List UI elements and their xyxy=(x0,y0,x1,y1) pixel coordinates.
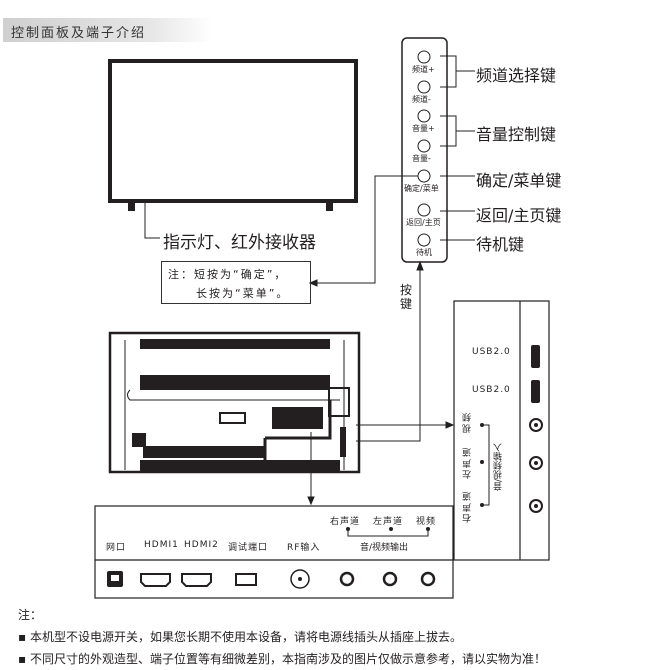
callout-channel: 频道选择键 xyxy=(476,66,557,85)
tv-front xyxy=(108,59,358,203)
keys-label: 按键 xyxy=(400,283,413,311)
bottom-panel xyxy=(94,505,454,599)
lan-label: 网口 xyxy=(106,543,127,553)
hdmi2-port xyxy=(181,573,212,587)
rf-port xyxy=(290,569,310,589)
button-channel-down[interactable]: 频道- xyxy=(412,95,431,104)
side-video-label: 视频 xyxy=(463,411,473,433)
out-right-label: 右声道 xyxy=(330,517,361,527)
hdmi2-label: HDMI2 xyxy=(184,540,219,550)
button-volume-up[interactable]: 音量+ xyxy=(412,124,435,133)
callout-back-home: 返回/主页键 xyxy=(476,206,562,225)
note-line-1: 注：短按为“确定”， xyxy=(168,268,288,281)
usb2-label: USB2.0 xyxy=(472,385,511,395)
tv-back xyxy=(108,331,361,474)
usb-port-2 xyxy=(531,380,540,403)
usb-port-1 xyxy=(531,345,540,368)
usb1-label: USB2.0 xyxy=(472,347,511,357)
button-standby[interactable]: 待机 xyxy=(416,248,432,257)
side-left-label: 左声道 xyxy=(463,446,473,479)
control-panel xyxy=(401,37,448,263)
callout-ok-menu: 确定/菜单键 xyxy=(476,171,562,190)
rca-inputs xyxy=(529,418,543,513)
rf-label: RF输入 xyxy=(287,543,321,553)
callout-standby: 待机键 xyxy=(476,235,525,254)
out-group-label: 音/视频输出 xyxy=(360,543,409,553)
note-line-2: 长按为“菜单”。 xyxy=(196,287,290,300)
hdmi1-port xyxy=(140,573,171,587)
button-ok-menu[interactable]: 确定/菜单 xyxy=(404,184,439,193)
button-back-home[interactable]: 返回/主页 xyxy=(406,218,441,227)
section-header: 控制面板及端子介绍 xyxy=(3,18,213,42)
section-title: 控制面板及端子介绍 xyxy=(11,26,147,41)
button-channel-up[interactable]: 频道+ xyxy=(412,65,435,74)
indicator-label: 指示灯、红外接收器 xyxy=(163,233,316,253)
callout-volume: 音量控制键 xyxy=(476,125,557,144)
side-panel xyxy=(453,300,550,561)
hdmi1-label: HDMI1 xyxy=(144,540,179,550)
button-volume-down[interactable]: 音量- xyxy=(412,154,431,163)
out-left-label: 左声道 xyxy=(373,517,404,527)
out-video-label: 视频 xyxy=(416,517,437,527)
footer-item-1: ▪ 本机型不设电源开关，如果您长期不使用本设备，请将电源线插头从插座上拔去。 xyxy=(18,630,462,644)
debug-port xyxy=(235,573,257,586)
side-right-label: 右声道 xyxy=(463,490,473,523)
note-box: 注：短按为“确定”， 长按为“菜单”。 xyxy=(161,261,311,304)
side-group-label: 音/视频输入 xyxy=(494,443,504,492)
footer-note-title: 注： xyxy=(18,608,43,622)
debug-label: 调试端口 xyxy=(228,543,269,553)
rca-outputs xyxy=(339,571,436,587)
footer-item-2: ▪ 不同尺寸的外观造型、端子位置等有细微差别，本指南涉及的图片仅做示意参考，请以… xyxy=(18,652,546,666)
